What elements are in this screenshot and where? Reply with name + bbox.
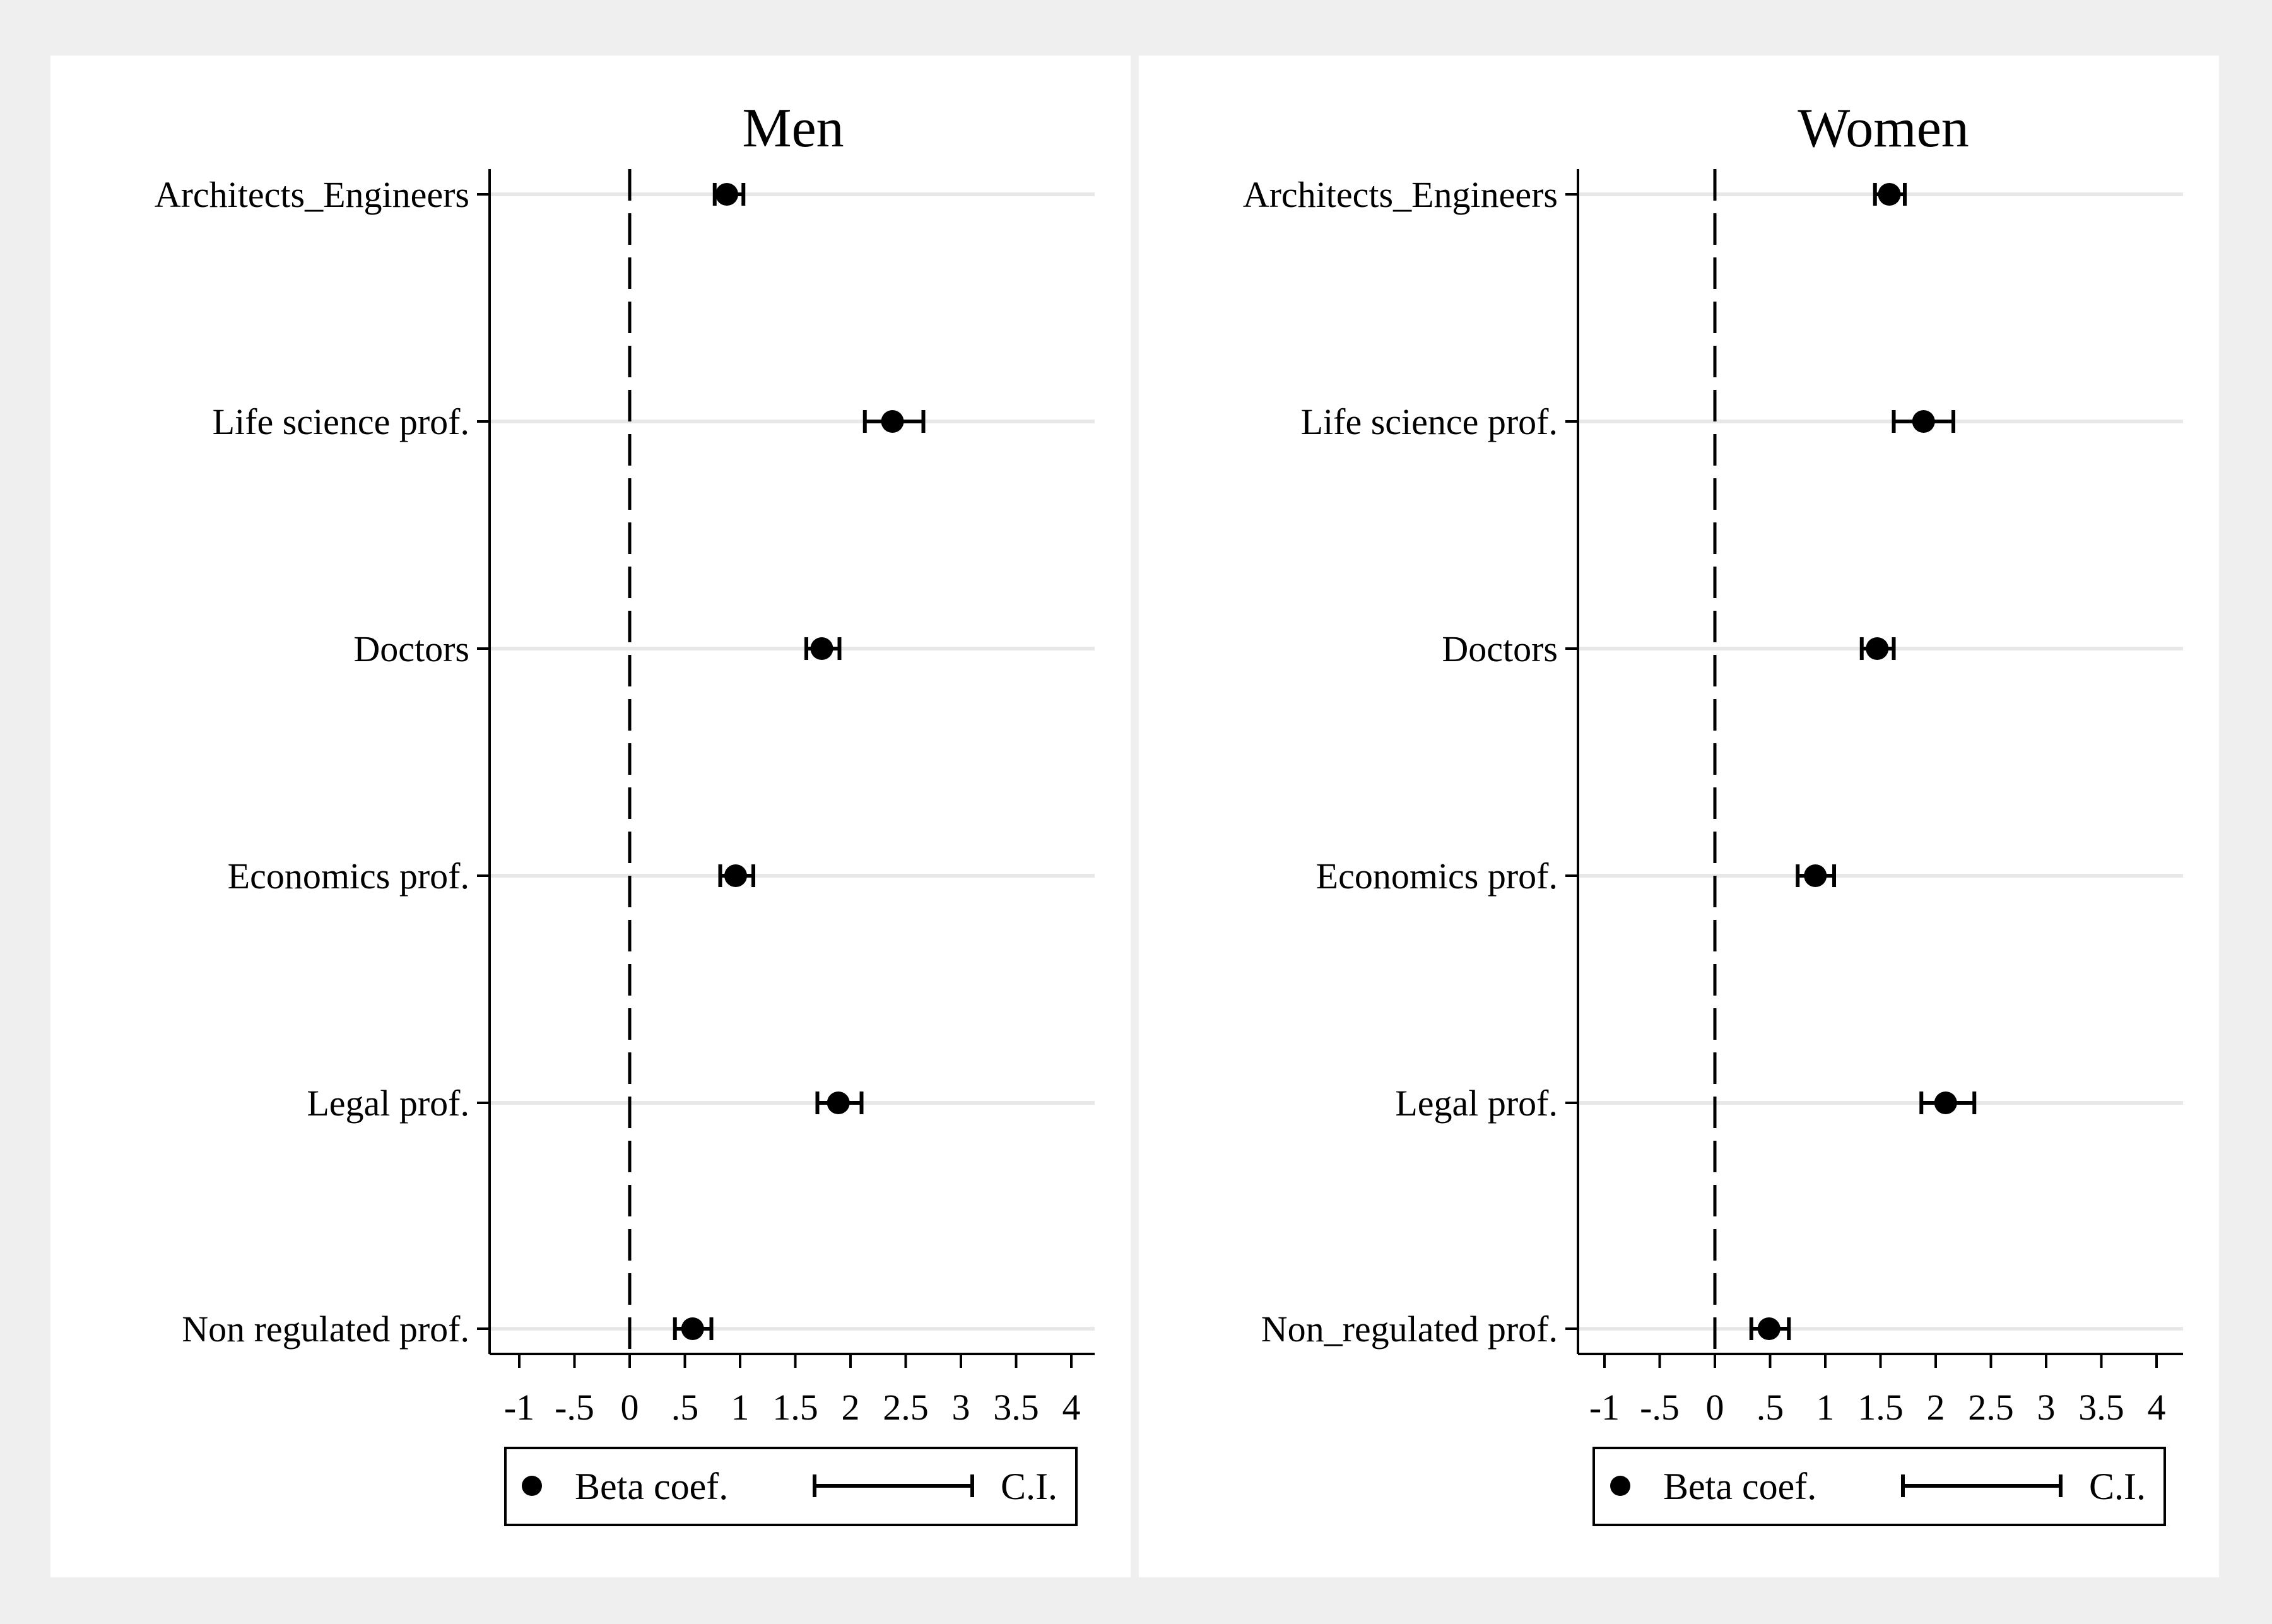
chart-title: Women <box>1798 98 1969 159</box>
legend-label-ci: C.I. <box>2089 1466 2146 1507</box>
x-tick-label: -1 <box>504 1387 534 1428</box>
legend-box <box>1592 1447 2166 1526</box>
x-tick-label: 3.5 <box>993 1387 1039 1428</box>
x-tick-label: 2.5 <box>1968 1387 2014 1428</box>
x-tick-label: -.5 <box>555 1387 594 1428</box>
x-tick-label: 0 <box>1706 1387 1724 1428</box>
x-tick-label: -.5 <box>1640 1387 1680 1428</box>
x-tick-label: 3.5 <box>2078 1387 2124 1428</box>
x-tick-label: 2.5 <box>883 1387 929 1428</box>
panel-background <box>1139 56 2219 1577</box>
y-tick-label: Architects_Engineers <box>155 174 469 215</box>
chart-title: Men <box>742 98 844 159</box>
legend-marker-beta <box>522 1476 542 1496</box>
legend-label-beta: Beta coef. <box>1663 1466 1816 1507</box>
beta-coef-point <box>681 1317 704 1340</box>
legend-box <box>504 1447 1078 1526</box>
x-tick-label: 3 <box>952 1387 970 1428</box>
x-tick-label: .5 <box>1757 1387 1784 1428</box>
y-tick-label: Legal prof. <box>1395 1083 1558 1124</box>
y-tick-label: Non regulated prof. <box>182 1309 469 1350</box>
legend: Beta coef. C.I. <box>1592 1447 2166 1526</box>
y-tick-label: Architects_Engineers <box>1243 174 1558 215</box>
x-tick-label: 1 <box>731 1387 750 1428</box>
x-tick-label: 1.5 <box>772 1387 818 1428</box>
x-tick-label: 1 <box>1816 1387 1835 1428</box>
legend-marker-beta <box>1610 1476 1630 1496</box>
x-tick-label: 4 <box>1062 1387 1081 1428</box>
x-tick-label: 2 <box>842 1387 860 1428</box>
x-tick-label: .5 <box>671 1387 699 1428</box>
y-tick-label: Doctors <box>1442 628 1558 669</box>
beta-coef-point <box>1934 1091 1957 1114</box>
beta-coef-point <box>1866 637 1889 660</box>
y-tick-label: Legal prof. <box>307 1083 469 1124</box>
legend-label-ci: C.I. <box>1001 1466 1057 1507</box>
beta-coef-point <box>1912 410 1935 433</box>
beta-coef-point <box>1878 183 1901 206</box>
x-tick-label: 1.5 <box>1857 1387 1904 1428</box>
beta-coef-point <box>1757 1317 1781 1340</box>
x-tick-label: -1 <box>1589 1387 1620 1428</box>
beta-coef-point <box>881 410 904 433</box>
beta-coef-point <box>715 183 738 206</box>
y-tick-label: Doctors <box>353 628 469 669</box>
beta-coef-point <box>810 637 833 660</box>
panel-background <box>50 56 1131 1577</box>
y-tick-label: Economics prof. <box>228 856 469 897</box>
beta-coef-point <box>724 864 747 887</box>
x-tick-label: 0 <box>621 1387 639 1428</box>
legend-label-beta: Beta coef. <box>575 1466 728 1507</box>
x-tick-label: 2 <box>1927 1387 1945 1428</box>
legend: Beta coef. C.I. <box>504 1447 1078 1526</box>
x-tick-label: 4 <box>2148 1387 2166 1428</box>
beta-coef-point <box>1804 864 1827 887</box>
x-tick-label: 3 <box>2037 1387 2056 1428</box>
y-tick-label: Life science prof. <box>213 401 469 442</box>
y-tick-label: Life science prof. <box>1301 401 1558 442</box>
y-tick-label: Non_regulated prof. <box>1261 1309 1558 1350</box>
beta-coef-point <box>827 1091 850 1114</box>
y-tick-label: Economics prof. <box>1316 856 1558 897</box>
